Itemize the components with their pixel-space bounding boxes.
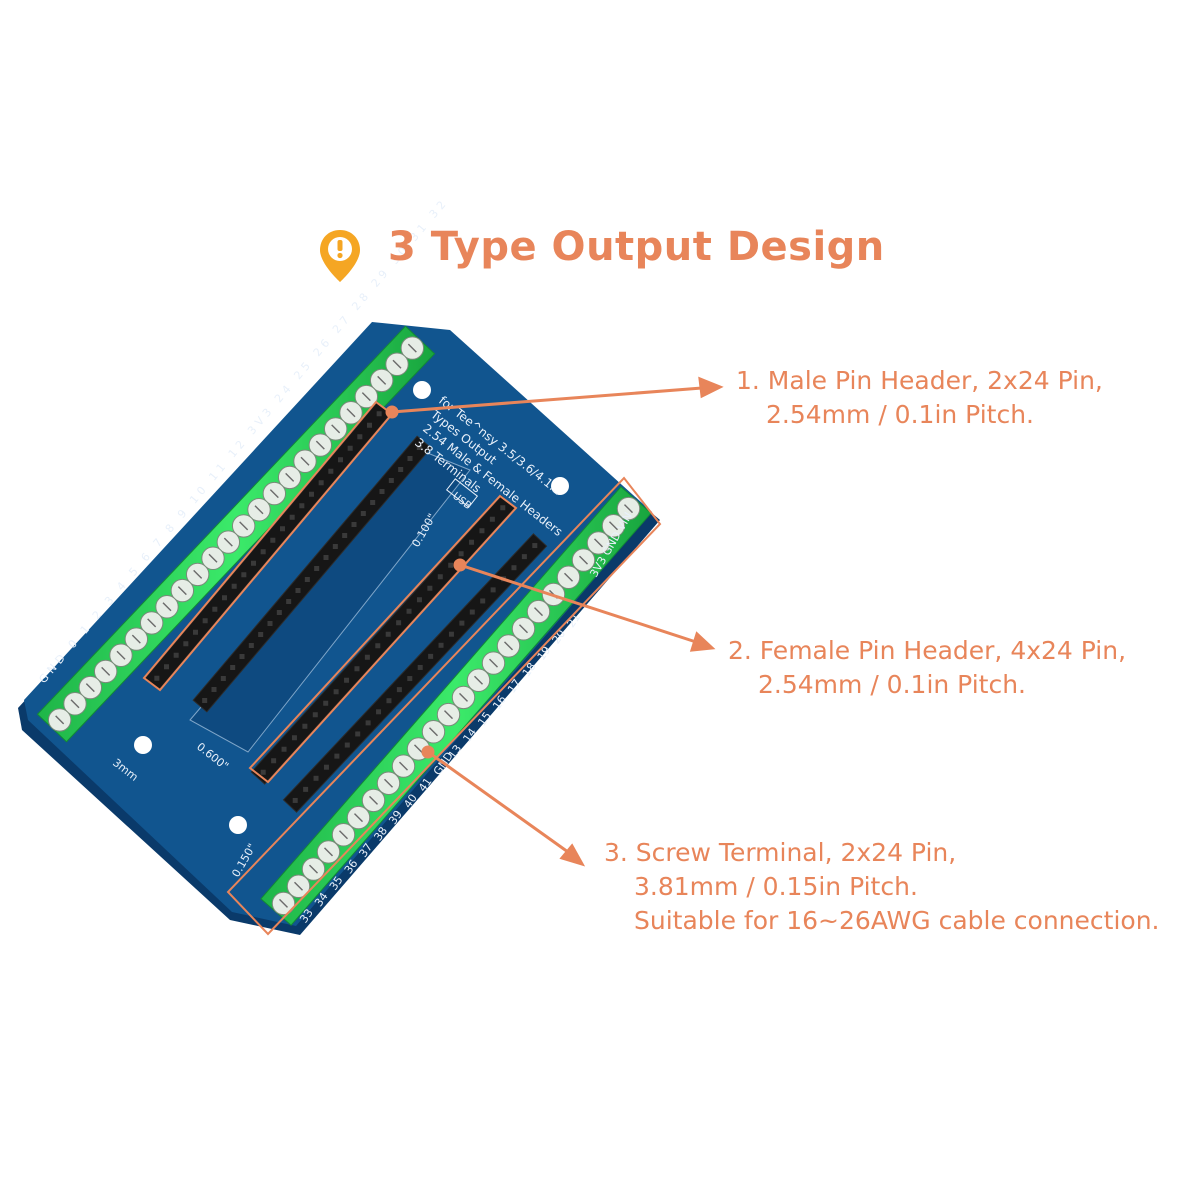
callout-1-line-2: 2.54mm / 0.1in Pitch. xyxy=(766,400,1034,429)
callout-2-line-1: 2. Female Pin Header, 4x24 Pin, xyxy=(728,636,1127,665)
callout-2-line-2: 2.54mm / 0.1in Pitch. xyxy=(758,670,1026,699)
callout-screw-terminal: 3. Screw Terminal, 2x24 Pin, 3.81mm / 0.… xyxy=(604,836,1160,938)
mounting-hole xyxy=(551,477,569,495)
pin-headers xyxy=(144,401,548,813)
highlight-female-header xyxy=(248,494,518,784)
callout-male-header: 1. Male Pin Header, 2x24 Pin, 2.54mm / 0… xyxy=(736,364,1103,432)
callout-3-line-3: Suitable for 16~26AWG cable connection. xyxy=(634,906,1160,935)
callout-female-header: 2. Female Pin Header, 4x24 Pin, 2.54mm /… xyxy=(728,634,1126,702)
mounting-hole xyxy=(229,816,247,834)
highlight-screw-terminal xyxy=(226,476,662,936)
callout-1-line-1: 1. Male Pin Header, 2x24 Pin, xyxy=(736,366,1103,395)
mounting-hole xyxy=(134,736,152,754)
location-pin-exclamation-icon xyxy=(320,230,360,282)
callout-leaders xyxy=(385,376,724,867)
pcb-board xyxy=(18,322,660,935)
mounting-hole xyxy=(413,381,431,399)
screw-terminal-left xyxy=(36,325,436,743)
page-title: 3 Type Output Design xyxy=(388,224,885,270)
callout-3-line-2: 3.81mm / 0.15in Pitch. xyxy=(634,872,918,901)
callout-3-line-1: 3. Screw Terminal, 2x24 Pin, xyxy=(604,838,957,867)
